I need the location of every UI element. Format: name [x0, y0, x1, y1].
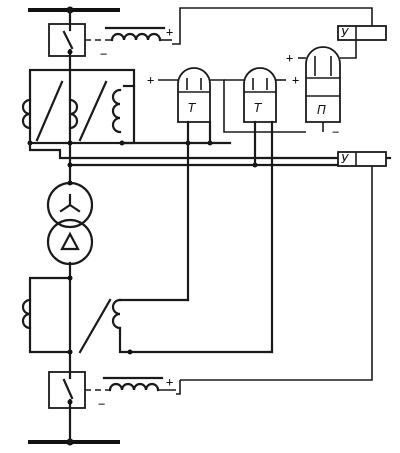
- harness-wire-1: [28, 141, 392, 160]
- bottom-ct-coil-left: [21, 298, 32, 330]
- supply-plus-2: +: [292, 73, 299, 87]
- top-ct-coil-left: [21, 98, 32, 130]
- power-transformer: [46, 181, 94, 266]
- signal-unit-mid: У: [337, 151, 387, 167]
- signal-unit-mid-letter: У: [341, 152, 349, 166]
- intermediate-relay: П: [305, 46, 341, 123]
- bottom-coil-wire: [180, 166, 373, 381]
- top-ct-coil-main: [68, 98, 79, 130]
- bottom-trip-coil: [108, 382, 160, 392]
- top-ct-link-b: [78, 80, 108, 142]
- trip-relay-1: Т: [177, 67, 211, 123]
- supply-plus-1: +: [147, 73, 154, 87]
- bottom-coil-minus: −: [98, 397, 105, 411]
- trip-relay-1-letter: Т: [188, 101, 197, 115]
- top-trip-coil: [110, 32, 162, 42]
- top-coil-wire: [172, 7, 373, 45]
- trip-relay-2: Т: [243, 67, 277, 123]
- top-ct-frame: [28, 68, 136, 145]
- top-breaker: [48, 22, 86, 58]
- signal-unit-top-letter: У: [341, 26, 349, 40]
- top-coil-plus: +: [166, 25, 173, 39]
- signal-unit-top: У: [337, 25, 387, 41]
- bottom-breaker: [48, 370, 86, 410]
- bottom-ct-coil-right: [111, 298, 122, 330]
- intermediate-minus: −: [332, 125, 339, 139]
- intermediate-relay-letter: П: [317, 103, 326, 117]
- trip-relay-2-letter: Т: [254, 101, 263, 115]
- top-ct-coil-right: [111, 88, 122, 134]
- bottom-coil-plus: +: [166, 375, 173, 389]
- bottom-ct-link: [78, 298, 112, 354]
- top-ct-link-a: [35, 80, 64, 142]
- supply-plus-3: +: [286, 51, 293, 65]
- bottom-ct-frame: [28, 276, 72, 354]
- top-coil-minus: −: [100, 47, 107, 61]
